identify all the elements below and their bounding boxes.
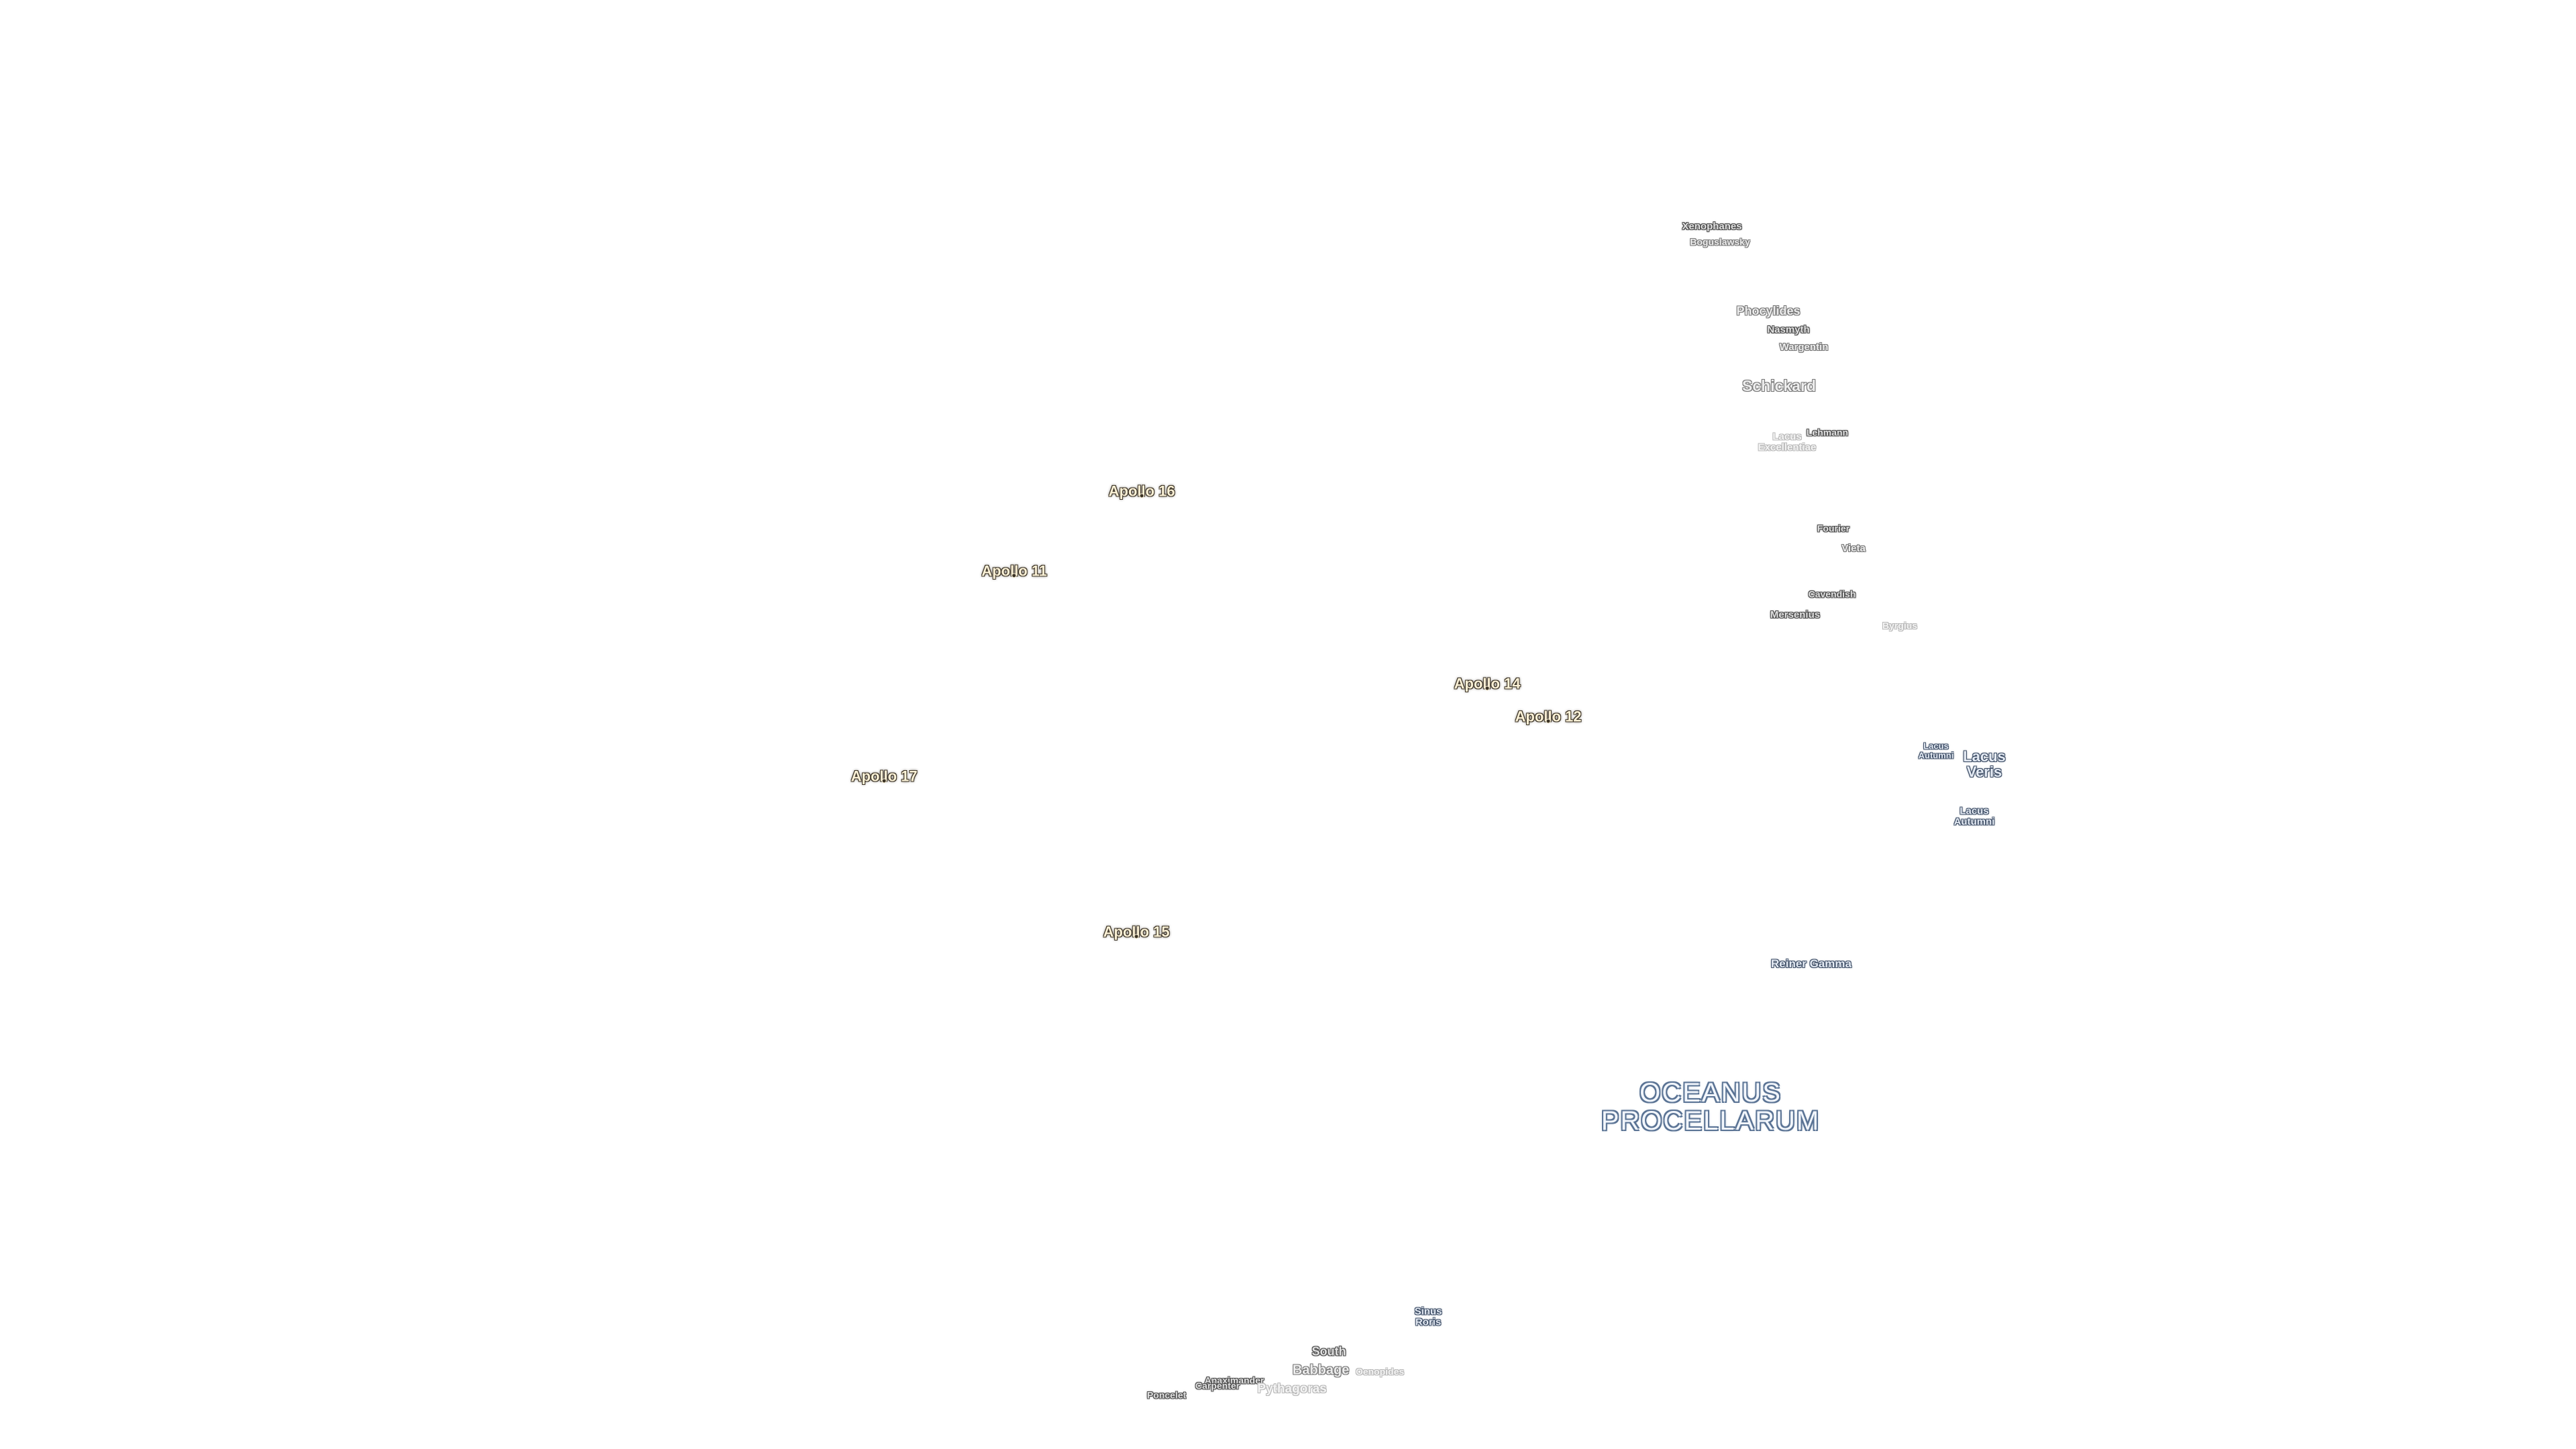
apollo-12-site[interactable]: Apollo 12: [1515, 708, 1581, 724]
label-lacus-autumni-line1: Lacus: [1960, 805, 1989, 817]
label-carpenter[interactable]: Carpenter: [1195, 1380, 1240, 1391]
label-reiner-gamma[interactable]: Reiner Gamma: [1771, 957, 1851, 971]
label-lacus-excellentiae-line1: Lacus: [1772, 431, 1802, 443]
label-pythagoras[interactable]: Pythagoras: [1257, 1382, 1327, 1397]
label-poncelet[interactable]: Poncelet: [1146, 1389, 1187, 1401]
label-lacus-autumni-small[interactable]: Lacus Autumni: [1919, 741, 1954, 759]
label-oceanus-line2: PROCELLARUM: [1601, 1106, 1821, 1136]
apollo-16-site[interactable]: Apollo 16: [1108, 483, 1175, 498]
label-lacus-excellentiae-line2: Excellentiae: [1758, 441, 1817, 453]
apollo-17-label: Apollo 17: [851, 767, 918, 785]
apollo-11-label: Apollo 11: [981, 562, 1047, 580]
label-schickard[interactable]: Schickard: [1742, 376, 1816, 394]
label-nasmyth[interactable]: Nasmyth: [1767, 324, 1810, 336]
label-lacus-autumni[interactable]: Lacus Autumni: [1954, 806, 1995, 827]
apollo-15-marker-icon: [1134, 934, 1138, 938]
apollo-15-label: Apollo 15: [1103, 923, 1170, 941]
apollo-17-marker-icon: [882, 779, 886, 783]
apollo-14-marker-icon: [1485, 686, 1489, 690]
label-sinus-roris[interactable]: Sinus Roris: [1415, 1306, 1442, 1328]
label-lacus-veris-line2: Veris: [1966, 763, 2002, 780]
label-phocylides[interactable]: Phocylides: [1736, 304, 1801, 318]
label-byrgius[interactable]: Byrgius: [1882, 620, 1918, 631]
apollo-12-marker-icon: [1546, 719, 1550, 723]
label-lacus-excellentiae[interactable]: Lacus Excellentiae: [1758, 431, 1817, 453]
label-wargentin[interactable]: Wargentin: [1779, 341, 1829, 354]
label-lacus-autumni-small-line1: Lacus: [1923, 741, 1949, 751]
label-lacus-veris-line1: Lacus: [1963, 747, 2006, 765]
label-lacus-autumni-line2: Autumni: [1953, 816, 1995, 827]
apollo-16-label: Apollo 16: [1108, 482, 1175, 500]
label-oenopides[interactable]: Oenopides: [1355, 1366, 1405, 1377]
label-lacus-autumni-small-line2: Autumni: [1918, 750, 1954, 760]
label-mersenius[interactable]: Mersenius: [1770, 609, 1821, 621]
apollo-11-marker-icon: [1012, 574, 1016, 578]
label-boguslawsky[interactable]: Boguslawsky: [1690, 236, 1750, 248]
label-sinus-roris-line2: Roris: [1415, 1316, 1442, 1328]
label-cavendish[interactable]: Cavendish: [1808, 588, 1856, 600]
label-vieta[interactable]: Vieta: [1841, 543, 1866, 555]
apollo-17-site[interactable]: Apollo 17: [851, 768, 917, 784]
apollo-12-label: Apollo 12: [1515, 708, 1582, 725]
label-lehmann[interactable]: Lehmann: [1806, 427, 1849, 438]
label-sinus-roris-line1: Sinus: [1414, 1305, 1442, 1318]
label-oceanus-line1: OCEANUS: [1640, 1078, 1782, 1108]
label-babbage[interactable]: Babbage: [1292, 1362, 1350, 1378]
label-xenophanes[interactable]: Xenophanes: [1682, 221, 1742, 233]
label-fourier[interactable]: Fourier: [1817, 523, 1850, 534]
apollo-14-site[interactable]: Apollo 14: [1454, 676, 1520, 691]
label-lacus-veris[interactable]: Lacus Veris: [1963, 749, 2006, 780]
apollo-15-site[interactable]: Apollo 15: [1103, 924, 1169, 939]
label-south[interactable]: South: [1311, 1344, 1346, 1358]
label-oceanus-procellarum[interactable]: OCEANUS PROCELLARUM: [1601, 1079, 1821, 1135]
apollo-14-label: Apollo 14: [1454, 675, 1521, 692]
apollo-16-marker-icon: [1140, 494, 1144, 498]
apollo-11-site[interactable]: Apollo 11: [981, 563, 1047, 578]
label-anaximander[interactable]: Anaximander: [1204, 1375, 1265, 1386]
